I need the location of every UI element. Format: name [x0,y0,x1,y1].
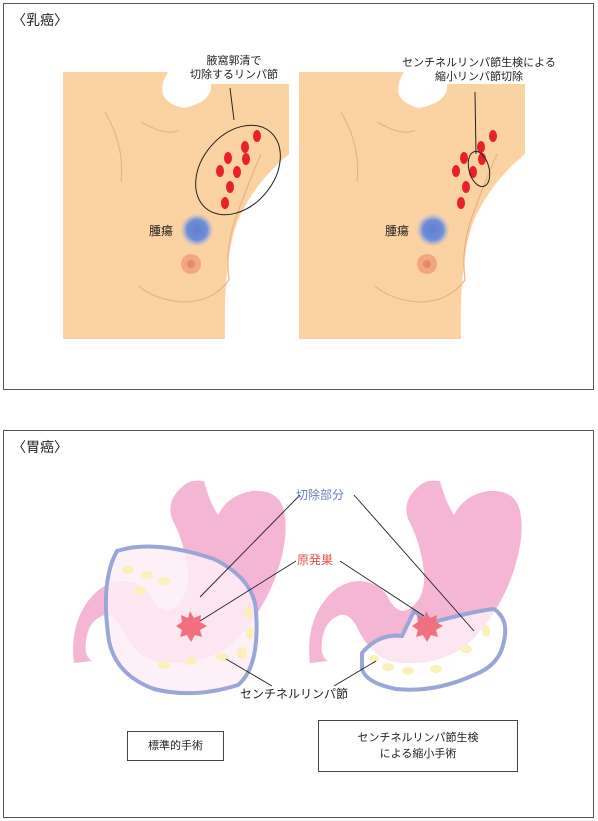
breast-illustration [63,72,525,339]
right-caption-line2: 縮小リンパ節切除 [435,70,523,83]
gastric-cancer-panel: 〈胃癌〉 [3,430,594,818]
right-caption-line1: センチネルリンパ節生検による [402,56,556,69]
breast-cancer-panel: 〈乳癌〉 [3,3,594,390]
left-nipple [181,254,201,274]
standard-surgery-box: 標準的手術 [127,731,224,761]
left-resection-outline [103,544,259,696]
resection-label: 切除部分 [296,488,345,502]
right-resection-outline [360,606,508,692]
left-torso [63,72,289,339]
left-caption-line1: 腋窩郭清で [206,54,262,67]
left-caption-leader [229,87,235,121]
reduced-surgery-line2: による縮小手術 [379,747,457,760]
gastric-panel-title: 〈胃癌〉 [12,440,68,456]
right-tumor-label: 腫瘍 [385,224,410,238]
right-lymph-dots [369,625,490,675]
right-primary-tumor [412,611,443,642]
breast-panel-title: 〈乳癌〉 [12,13,68,29]
right-sentinel-outline [467,150,491,188]
left-tumor-label: 腫瘍 [149,224,174,238]
primary-tumor-label: 原発巣 [297,553,334,567]
right-caption: センチネルリンパ節生検による 縮小リンパ節切除 [394,56,564,84]
left-lymph-nodes [216,130,261,209]
sentinel-node-label: センチネルリンパ節 [240,687,349,701]
right-tumor [416,213,450,247]
left-stomach [73,480,286,696]
right-lymph-nodes [452,130,497,209]
left-tumor [180,213,214,247]
left-caption-line2: 切除するリンパ節 [190,68,278,81]
gastric-illustration [73,480,522,696]
left-primary-tumor [176,611,207,642]
right-caption-leader [474,91,477,155]
left-caption: 腋窩郭清で 切除するリンパ節 [174,54,294,82]
standard-surgery-text: 標準的手術 [148,739,203,752]
right-stomach [309,480,522,692]
left-dissection-outline [195,124,281,216]
right-torso [299,72,525,339]
leader-lines [199,494,475,687]
reduced-surgery-box: センチネルリンパ節生検 による縮小手術 [318,720,518,772]
reduced-surgery-line1: センチネルリンパ節生検 [357,731,479,744]
right-nipple [417,254,437,274]
left-lymph-dots [122,566,254,669]
